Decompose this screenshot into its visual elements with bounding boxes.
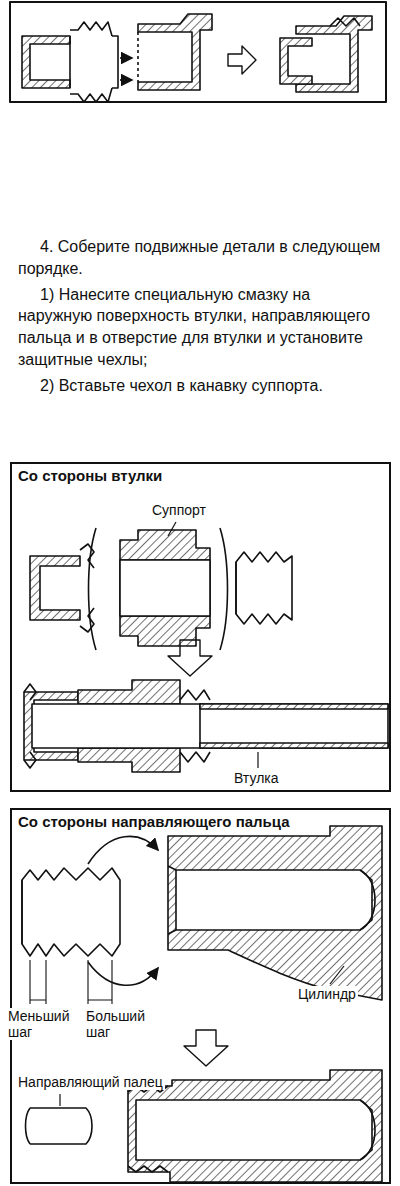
instructions: 4. Соберите подвижные детали в следующем… [18,236,384,400]
part-label: Втулка [232,770,281,786]
pitch-label: Больший шаг [84,1008,158,1040]
panel-heading: Со стороны направляющего пальца [12,810,296,833]
pitch-label: Меньший шаг [6,1008,80,1040]
part-label: Направляющий палец [16,1074,165,1090]
part-label: Суппорт [150,502,208,518]
instruction-text: 2) Вставьте чехол в канавку суппорта. [18,375,384,397]
instruction-text: 1) Нанесите специальную смазку на наружн… [18,284,384,371]
part-label: Цилиндр [296,986,358,1002]
instruction-text: 4. Соберите подвижные детали в следующем… [18,236,384,280]
panel-heading: Со стороны втулки [12,464,168,487]
